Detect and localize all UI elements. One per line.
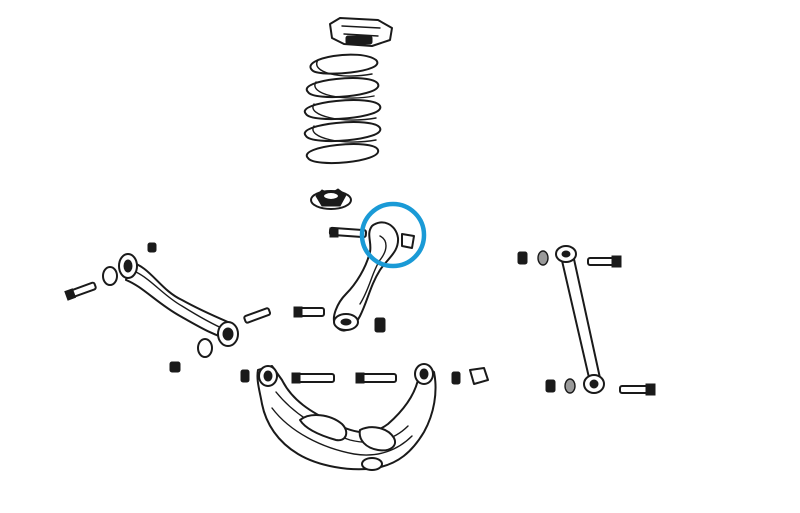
spring-top-mount: [329, 17, 393, 47]
stabilizer-link: [517, 245, 656, 396]
lower-trailing-arm: [64, 242, 272, 373]
highlight-circle: [359, 201, 427, 269]
upper-control-arm: [293, 221, 415, 333]
spring-isolator: [310, 188, 352, 210]
lower-control-arm: [240, 363, 489, 471]
coil-spring: [303, 53, 382, 164]
